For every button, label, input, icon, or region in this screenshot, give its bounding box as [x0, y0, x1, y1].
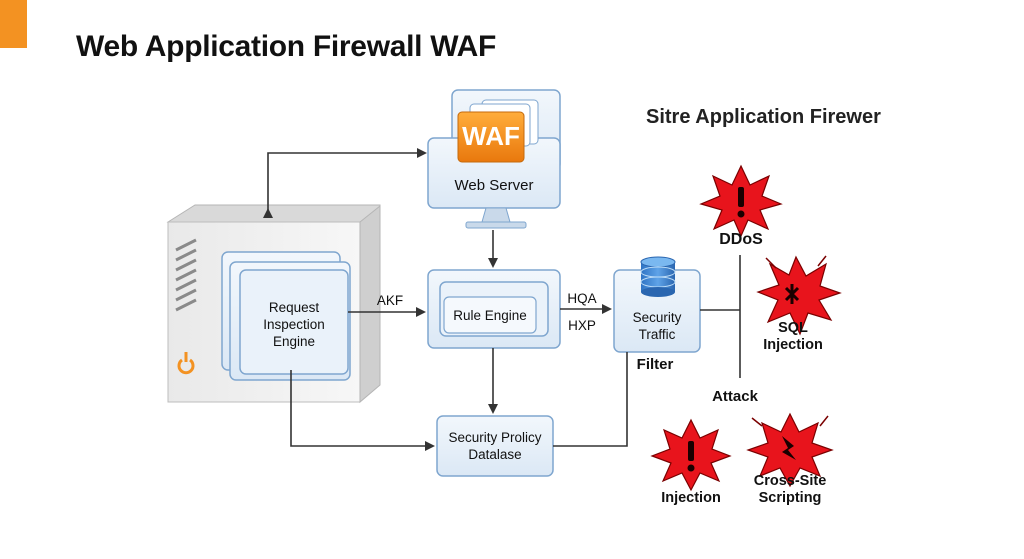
- accent-bar: [0, 0, 27, 48]
- request-engine-label-line-3: Engine: [272, 334, 316, 349]
- threat-label-injection: Injection: [661, 490, 721, 506]
- database-icon: [640, 256, 676, 297]
- security-policy-label-line-2: Datalase: [468, 447, 522, 462]
- attack-group-label: Attack: [712, 388, 758, 405]
- edge-label-akf: AKF: [376, 293, 404, 308]
- edge-label-hqa: HQA: [567, 291, 597, 306]
- security-policy-box: [436, 415, 554, 477]
- web-server-label: Web Server: [454, 177, 534, 194]
- connectors: [263, 148, 741, 451]
- ddos-threat-icon: [699, 164, 783, 238]
- diagram-subtitle: Sitre Application Firewer: [646, 106, 881, 128]
- power-icon: [177, 352, 195, 375]
- filter-caption: Filter: [636, 356, 674, 373]
- threat-label-cross-site-scripting: Cross-Site Scripting: [753, 473, 827, 506]
- request-inspection-engine-box: [239, 269, 349, 375]
- waf-badge: [457, 99, 539, 163]
- vent-grille: [175, 238, 197, 312]
- page-title: Web Application Firewall WAF: [76, 30, 496, 63]
- threat-label-sql-injection: SQL Injection: [763, 320, 823, 353]
- web-server-monitor: [427, 89, 561, 229]
- security-traffic-label-line-2: Traffic: [638, 327, 676, 342]
- server-cabinet: [166, 204, 381, 404]
- security-policy-label-line-1: Security Prolicy: [448, 430, 542, 445]
- sql-injection-threat-icon: [756, 255, 842, 336]
- security-traffic-box: [613, 256, 701, 353]
- request-engine-label-line-1: Request: [268, 300, 320, 315]
- request-engine-label-line-2: Inspection: [263, 317, 325, 332]
- cross-site-scripting-threat-icon: [746, 412, 834, 488]
- edge-label-hxp: HXP: [568, 318, 596, 333]
- security-traffic-label-line-1: Security: [632, 310, 682, 325]
- threat-label-ddos: DDoS: [719, 231, 763, 248]
- injection-threat-icon: [650, 418, 732, 492]
- rule-engine-label: Rule Engine: [453, 308, 527, 323]
- waf-badge-label: WAF: [462, 121, 520, 151]
- rule-engine-box: [427, 269, 561, 349]
